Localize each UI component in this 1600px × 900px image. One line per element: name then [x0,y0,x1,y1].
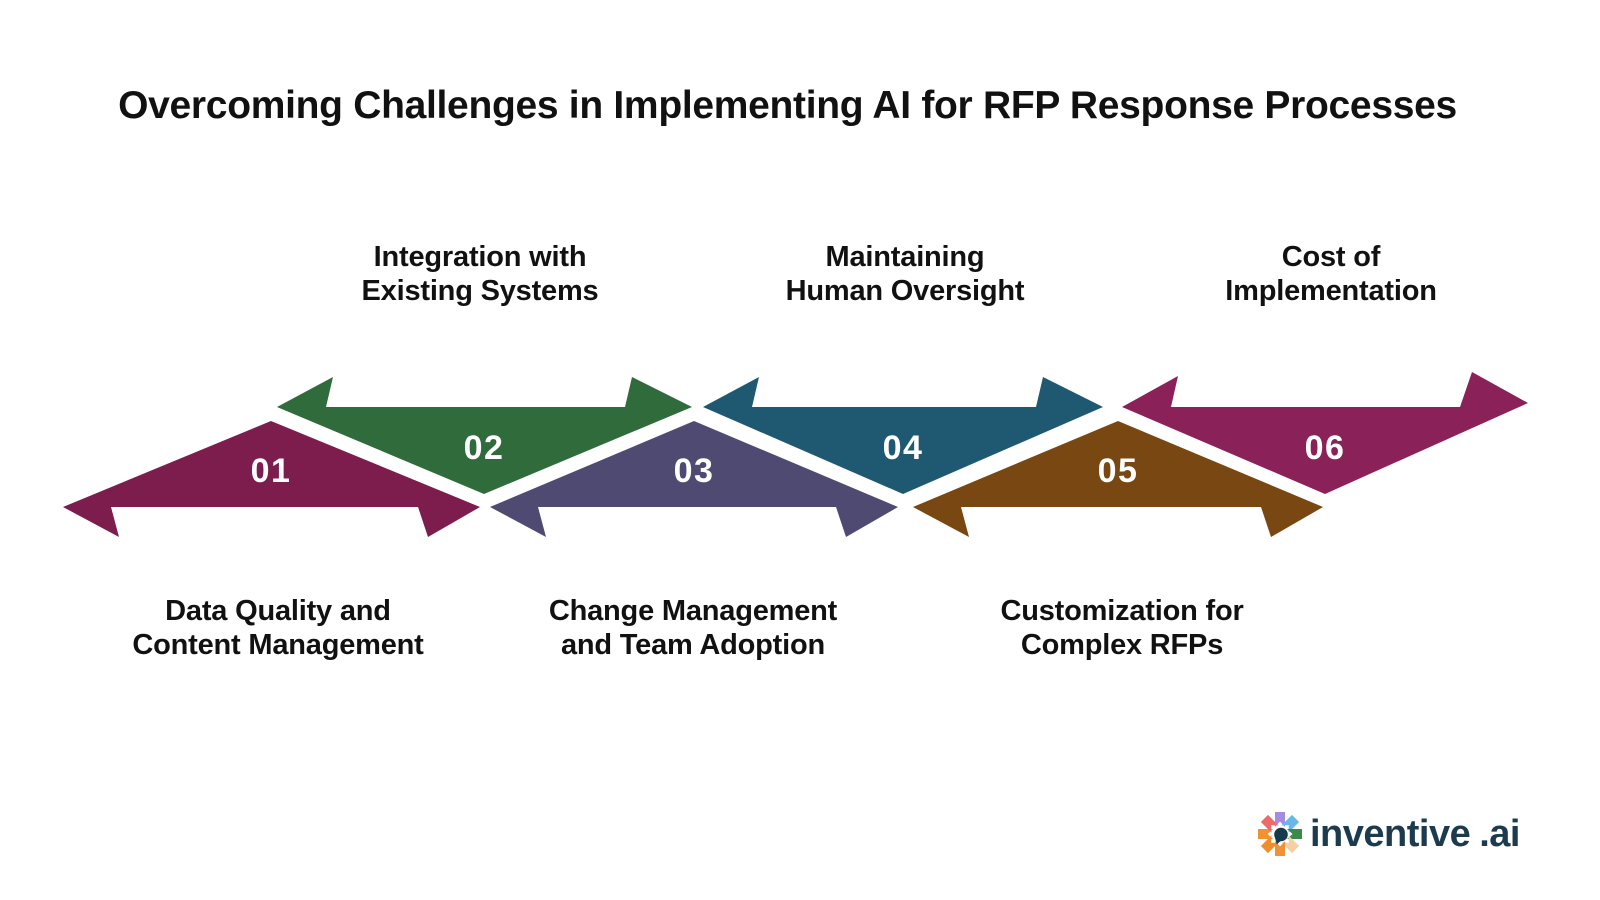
page-title: Overcoming Challenges in Implementing AI… [118,84,1457,127]
logo-burst-icon [1258,812,1302,856]
logo-brand-text: inventive [1310,812,1471,855]
burst-center-comma [1274,827,1288,845]
step-label-05: Customization for Complex RFPs [1000,595,1244,661]
step-number-04: 04 [882,429,924,467]
step-label-03: Change Management and Team Adoption [548,595,838,661]
step-number-03: 03 [673,452,715,490]
step-arrow-03 [490,421,898,537]
step-label-01: Data Quality and Content Management [132,595,424,661]
logo-domain-text: .ai [1479,812,1520,855]
brand-logo: inventive .ai [1256,806,1520,862]
step-number-06: 06 [1304,429,1346,467]
step-arrow-04 [703,377,1103,494]
step-number-02: 02 [463,429,505,467]
step-arrow-05 [913,421,1323,537]
step-number-05: 05 [1097,452,1139,490]
burst-petals [1258,812,1302,856]
step-label-06: Cost of Implementation [1225,241,1437,307]
step-arrow-01 [63,421,480,537]
step-arrow-06 [1122,372,1528,494]
step-label-02: Integration with Existing Systems [361,241,599,307]
step-number-01: 01 [250,452,292,490]
step-arrow-02 [277,377,692,494]
step-label-04: Maintaining Human Oversight [785,241,1025,307]
